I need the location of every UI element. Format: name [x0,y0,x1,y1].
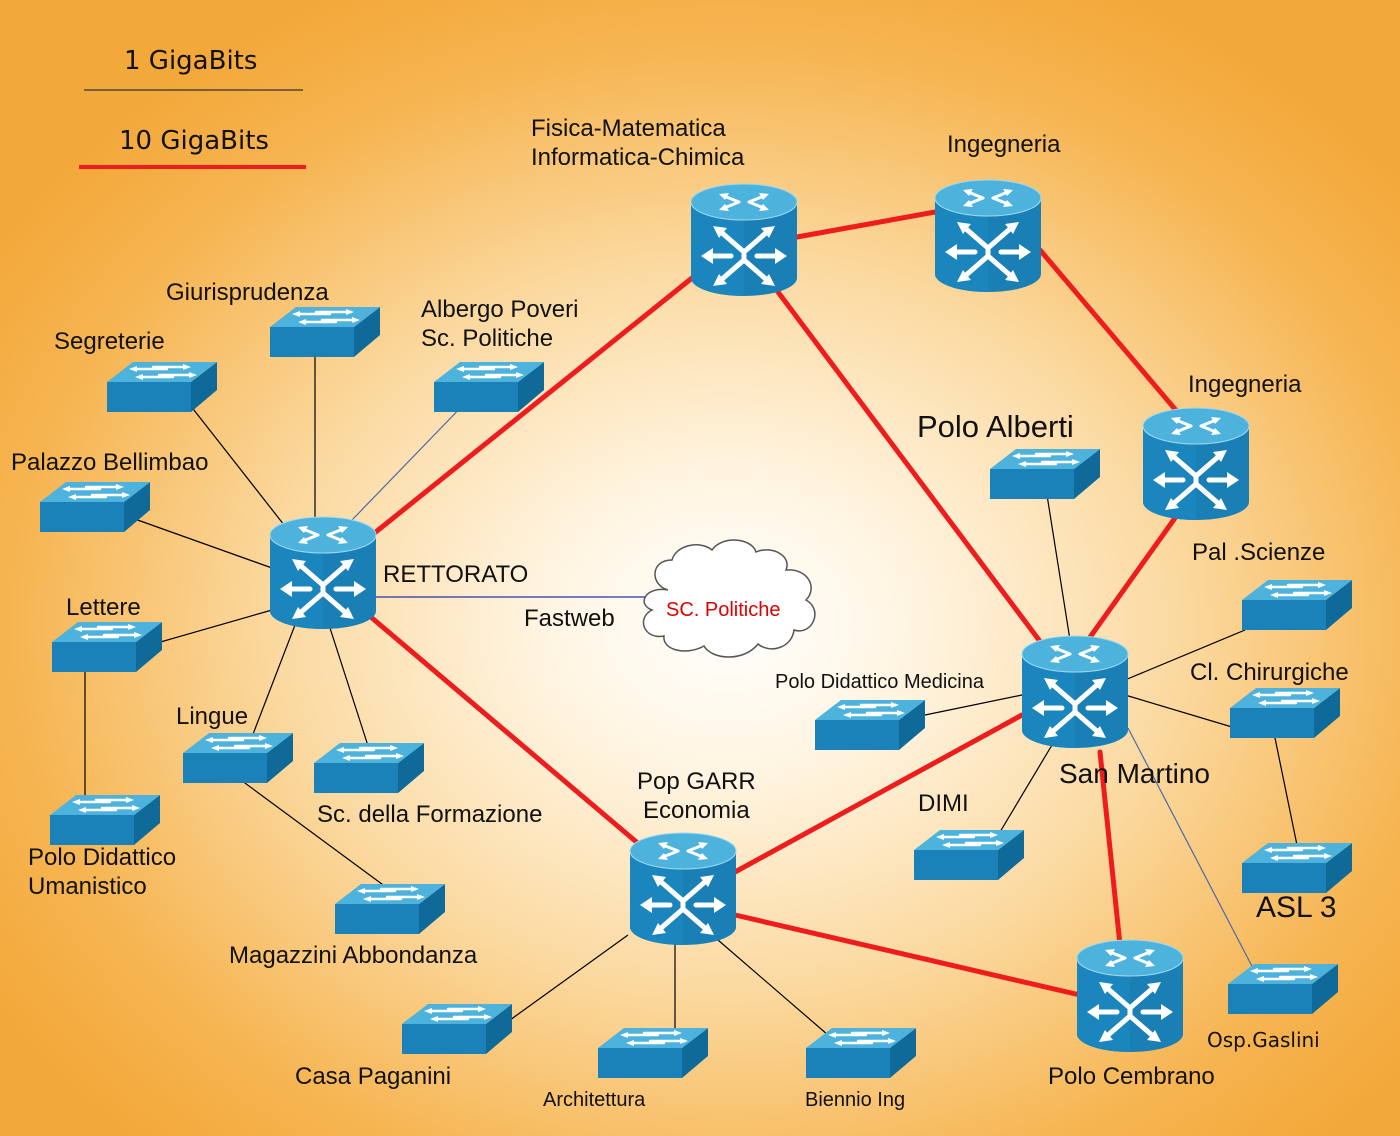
router-sanmartino-icon [1022,636,1128,748]
switch-dimi-icon [912,828,1026,882]
switch-umanistico-icon [48,793,162,847]
link-dimi [999,744,1053,833]
label-architettura: Architettura [543,1089,646,1111]
switch-casa-paganini-icon [400,1002,514,1056]
link-ingegneria-sanmartino [1085,515,1178,643]
label-pop-garr-line1: Pop GARR [637,768,756,795]
link-rettorato-fisica [369,275,695,538]
switch-giurisprudenza-icon [268,305,382,359]
legend-1gb-label: 1 GigaBits [124,46,258,76]
router-ingegneria-2-icon [1143,408,1249,520]
label-fisica: Fisica-Matematica Informatica-Chimica [531,115,744,173]
link-fisica-ingegneria [794,209,938,240]
router-rettorato-icon [270,517,376,629]
link-cl-chirurgiche [1124,694,1233,728]
link-albergo [351,399,469,521]
link-lettere [149,609,273,646]
switch-polo-alberti-icon [988,447,1102,501]
links-1g [84,357,1299,1036]
label-cl-chirurgiche: Cl. Chirurgiche [1190,659,1349,686]
label-polo-umanistico-line1: Polo Didattico [28,844,177,871]
link-bellimbao [131,517,273,569]
label-lettere: Lettere [66,594,141,621]
router-fisica-icon [691,184,797,296]
switch-lingue-icon [181,731,295,785]
link-popgarr-cembrano [732,912,1083,998]
link-ingegneria-ingegneria [1037,247,1183,418]
switch-biennio-icon [804,1026,918,1080]
link-casa-paganini [509,934,629,1021]
link-formazione [329,627,371,753]
label-ingegneria-1: Ingegneria [947,131,1061,158]
switch-formazione-icon [312,741,426,795]
link-rettorato-popgarr [369,615,643,848]
label-fisica-line2: Informatica-Chimica [531,143,745,171]
router-cembrano-icon [1077,940,1183,1052]
label-polo-umanistico: Polo Didattico Umanistico [28,844,176,902]
links-10g [369,209,1183,998]
label-albergo-line1: Albergo Poveri [421,296,579,323]
label-dimi: DIMI [918,790,969,817]
switch-segreterie-icon [105,360,219,414]
switch-cl-chirurgiche-icon [1228,686,1342,740]
link-polo-medicina [924,694,1023,716]
link-biennio [717,939,829,1036]
switch-lettere-icon [50,620,164,674]
link-fisica-sanmartino [775,289,1051,655]
label-cloud: SC. Politiche [666,599,781,621]
label-casa-paganini: Casa Paganini [295,1063,452,1090]
label-sc-formazione: Sc. della Formazione [317,801,543,828]
link-polo-alberti [1046,494,1071,641]
switch-magazzini-icon [333,882,447,936]
label-san-martino: San Martino [1059,758,1210,789]
label-pop-garr: Pop GARR Economia [637,768,756,826]
label-ingegneria-2: Ingegneria [1188,371,1302,398]
label-polo-alberti: Polo Alberti [917,409,1074,444]
label-palazzo-bellimbao: Palazzo Bellimbao [11,449,209,476]
label-fastweb: Fastweb [524,605,615,632]
router-ingegneria-1-icon [935,180,1041,292]
switch-pal-scienze-icon [1240,578,1354,632]
router-popgarr-icon [630,833,736,945]
switch-asl3-icon [1240,841,1354,895]
label-giurisprudenza: Giurisprudenza [166,279,329,306]
label-asl3: ASL 3 [1256,891,1337,924]
cloud-icon [642,539,816,658]
label-polo-cembrano: Polo Cembrano [1048,1063,1215,1090]
link-lingue-magazzini [229,771,391,891]
label-pop-garr-line2: Economia [642,796,750,824]
label-albergo: Albergo Poveri Sc. Politiche [421,296,578,354]
label-pal-scienze: Pal .Scienze [1192,539,1326,566]
label-lingue: Lingue [176,703,249,730]
label-polo-umanistico-line2: Umanistico [28,872,147,900]
label-magazzini: Magazzini Abbondanza [229,942,478,969]
switch-architettura-icon [596,1026,710,1080]
link-pal-scienze [1124,629,1246,681]
switch-bellimbao-icon [38,480,152,534]
link-asl3 [1274,737,1299,851]
link-sanmartino-cembrano [1097,749,1123,948]
label-biennio-ing: Biennio Ing [805,1089,906,1111]
label-polo-medicina: Polo Didattico Medicina [775,671,984,693]
label-fisica-line1: Fisica-Matematica [531,115,726,142]
label-osp-gaslini: Osp.Gaslini [1207,1028,1320,1052]
link-popgarr-sanmartino [732,712,1025,875]
switch-gaslini-icon [1226,962,1340,1016]
link-segreterie [189,404,289,531]
link-lingue [249,624,296,743]
switch-polo-medicina-icon [813,698,927,752]
label-rettorato: RETTORATO [383,561,529,588]
link-gaslini [1127,727,1256,973]
switch-albergo-icon [432,360,546,414]
legend-10gb-label: 10 GigaBits [119,126,269,156]
label-albergo-line2: Sc. Politiche [421,324,554,352]
label-segreterie: Segreterie [54,328,165,355]
